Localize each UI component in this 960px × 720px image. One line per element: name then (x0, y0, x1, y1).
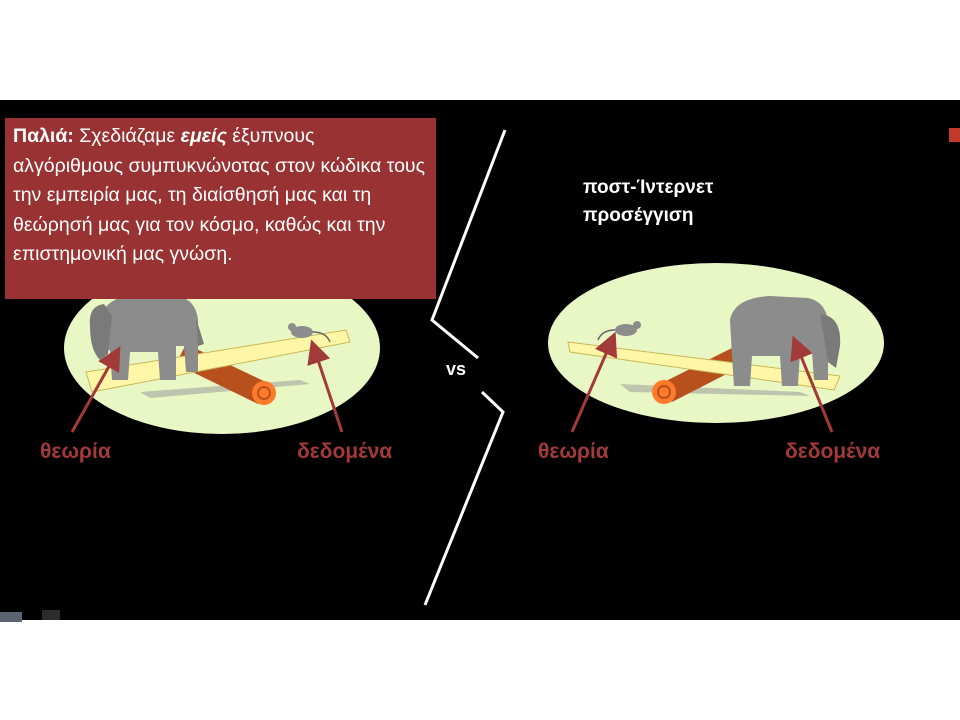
right-theory-label: θεωρία (538, 440, 609, 463)
slide-nav-marker[interactable] (0, 612, 22, 622)
right-theory-arrow (570, 331, 618, 433)
note-emphasis: εμείς (180, 125, 227, 147)
note-text-before: Σχεδιάζαμε (73, 125, 181, 147)
note-text-after: έξυπνους αλγόριθμους συμπυκνώνοτας στον … (13, 125, 425, 265)
seesaw-icon (85, 329, 351, 393)
elephant-icon (89, 294, 204, 380)
left-data-label: δεδομένα (297, 440, 393, 463)
right-data-label: δεδομένα (785, 440, 881, 463)
old-approach-note: Παλιά: Σχεδιάζαμε εμείς έξυπνους αλγόριθ… (5, 118, 436, 299)
post-internet-title: ποστ-Ίντερνετ προσέγγιση (583, 177, 714, 226)
vs-label: vs (446, 359, 467, 379)
divider-line (430, 129, 507, 360)
left-seesaw-scene (64, 262, 380, 434)
right-data-arrow (790, 335, 834, 433)
divider-line-lower (423, 390, 505, 606)
edge-marker (949, 128, 960, 142)
slide-thumbnail[interactable] (42, 610, 60, 620)
right-seesaw-scene (548, 263, 884, 433)
elephant-icon (730, 296, 841, 386)
left-data-arrow (307, 339, 344, 433)
left-theory-arrow (70, 346, 121, 433)
left-theory-label: θεωρία (40, 440, 111, 463)
note-lead: Παλιά: (13, 125, 74, 147)
log-icon (652, 344, 750, 404)
